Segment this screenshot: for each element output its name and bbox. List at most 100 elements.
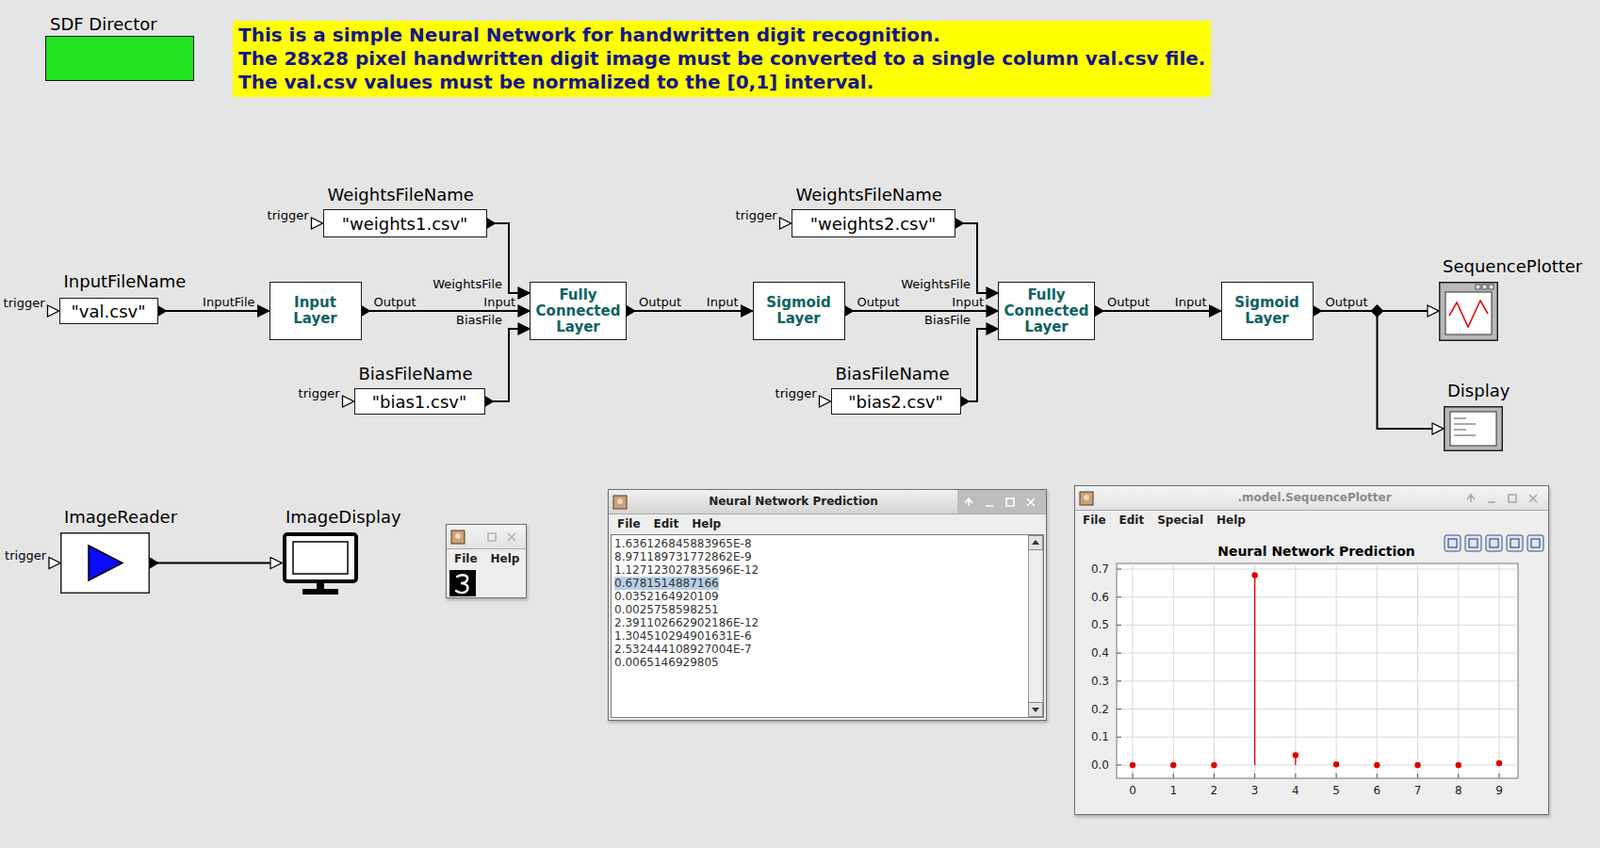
window-button [507, 533, 516, 541]
grid-line [1116, 624, 1519, 626]
output-value: 1.127123027835696E-12 [614, 563, 1028, 577]
parameter-value: "bias2.csv" [835, 391, 957, 412]
data-point [1333, 761, 1339, 768]
tick-mark [1417, 773, 1419, 779]
icon-frame [1444, 407, 1503, 452]
scroll-down-arrow [1031, 707, 1040, 713]
note-line: The val.csv values must be normalized to… [238, 70, 1206, 95]
port-name: Output [373, 295, 418, 310]
axis-tick: 0.7 [1090, 562, 1111, 576]
axis-tick: 0.4 [1090, 646, 1111, 660]
axis-tick: 3 [1250, 783, 1260, 798]
port-name: Input [1174, 295, 1209, 310]
port-name: Output [856, 295, 901, 310]
icon-text-line [1453, 424, 1476, 425]
title-bar [446, 524, 526, 550]
window-button [964, 498, 973, 507]
trigger-port-name: trigger [3, 549, 48, 563]
filename-parameter: InputFileName"val.csv" [59, 297, 159, 325]
tick-mark [1457, 773, 1459, 779]
reader-icon [60, 532, 150, 594]
connector [845, 310, 999, 312]
actor-name: SDF Director [49, 14, 158, 34]
icon-text-line [1453, 418, 1467, 420]
output-port [149, 557, 160, 570]
port-name: InputFile [201, 295, 256, 310]
tick-mark [1254, 773, 1256, 779]
scroll-up-arrow [1031, 539, 1040, 545]
actor-name: BiasFileName [835, 363, 950, 384]
tick-mark [1294, 773, 1296, 779]
actor-label: Fully Connected Layer [534, 287, 622, 336]
plotter-icon [1438, 281, 1499, 342]
trigger-port [780, 217, 792, 229]
grid-line [1116, 736, 1519, 738]
actor-name: BiasFileName [359, 363, 474, 384]
axis-tick: 0.5 [1090, 618, 1111, 632]
parameter-value: "weights2.csv" [796, 213, 951, 234]
menu-bar: FileEditHelp [608, 514, 1046, 535]
data-point [1251, 571, 1258, 578]
axis-tick: 1 [1168, 783, 1178, 798]
output-port [845, 305, 855, 317]
axis-tick: 0.1 [1090, 730, 1111, 744]
window-icon-face [1083, 494, 1090, 501]
axis-tick: 9 [1494, 783, 1504, 798]
port-name: WeightsFile [431, 277, 504, 292]
connector [626, 310, 753, 312]
window-buttons [957, 489, 1046, 514]
window-button-ground [957, 489, 1046, 514]
menu-item: File [1082, 513, 1107, 528]
note-line: This is a simple Neural Network for hand… [238, 23, 1206, 48]
window-icon [450, 529, 466, 545]
menu-item: Help [1216, 513, 1246, 528]
grid-line [1213, 563, 1215, 779]
output-port [1094, 305, 1105, 317]
menu-item: Help [490, 552, 521, 567]
tick-mark [1116, 708, 1122, 710]
axis-tick: 6 [1371, 783, 1382, 798]
display-icon [1443, 406, 1503, 452]
trigger-port-name: trigger [734, 209, 779, 223]
window-buttons [480, 524, 526, 549]
port-name: WeightsFile [899, 277, 972, 292]
menu-bar: FileEditSpecialHelp [1075, 510, 1549, 531]
trigger-port-name: trigger [297, 387, 342, 401]
toolbar-glyph [1469, 538, 1478, 548]
axis-tick: 0.6 [1090, 590, 1111, 605]
icon-button [1475, 284, 1481, 290]
output-value: 0.0025758598251 [614, 603, 1028, 617]
grid-line [1132, 563, 1134, 779]
parameter-value: "val.csv" [64, 301, 154, 322]
chart-title: Neural Network Prediction [1216, 543, 1417, 560]
image-ground [449, 570, 476, 597]
grid-line [1457, 563, 1459, 779]
monitor-neck [316, 581, 325, 589]
tick-mark [1116, 624, 1122, 626]
connector [961, 328, 999, 402]
toolbar-button [1465, 535, 1482, 552]
connector [158, 310, 270, 312]
output-port [1313, 305, 1323, 317]
port-name: Input [705, 295, 740, 310]
axis-tick: 0.3 [1090, 674, 1111, 688]
tick-mark [1116, 653, 1122, 654]
window-button [488, 533, 496, 541]
icon-frame [1439, 282, 1499, 342]
window-icon [612, 494, 628, 510]
menu-item: Edit [1119, 513, 1145, 528]
grid-line [1336, 563, 1338, 779]
toolbar-glyph [1448, 538, 1457, 548]
scroll-up [1028, 536, 1044, 551]
output-value: 0.6781514887166 [614, 576, 719, 590]
window-title: Neural Network Prediction [708, 494, 879, 509]
connector [485, 328, 531, 402]
menu-item: File [454, 552, 478, 567]
port-name: BiasFile [923, 313, 972, 327]
title-bar: Neural Network Prediction [608, 489, 1046, 515]
note-line: The 28x28 pixel handwritten digit image … [238, 47, 1206, 71]
tick-mark [1116, 680, 1122, 682]
trigger-port [342, 395, 355, 408]
output-value: 0.0352164920109 [614, 589, 1028, 604]
actor-name: SequencePlotter [1442, 256, 1583, 277]
